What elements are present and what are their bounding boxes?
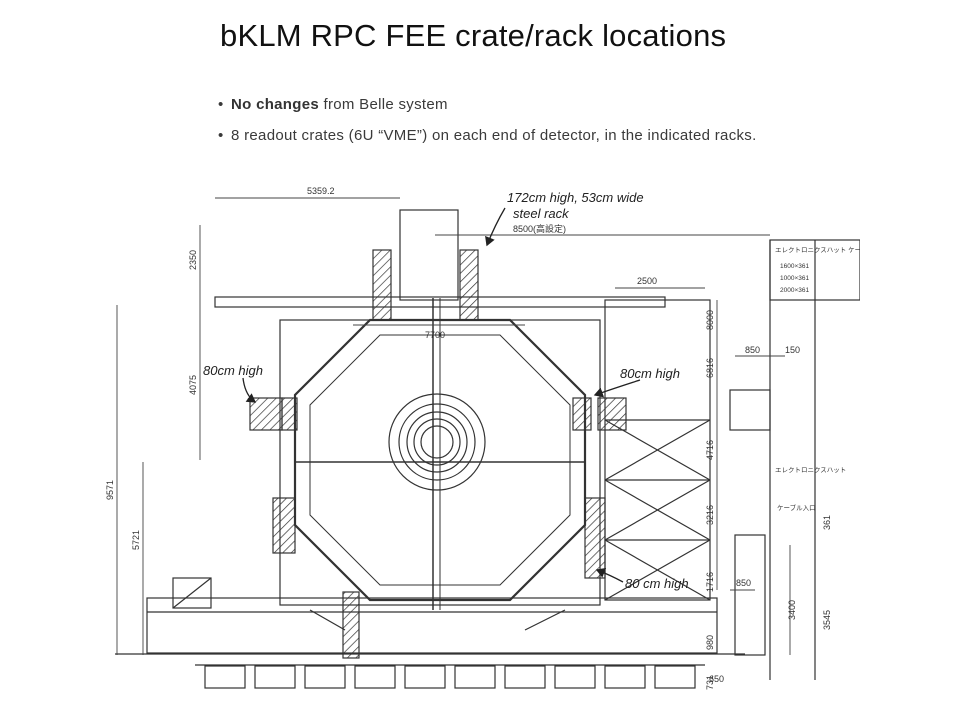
dim-7700: 7700 [425, 330, 445, 340]
dim-3216: 3216 [705, 505, 715, 525]
dim-980: 980 [705, 635, 715, 650]
left-lower-crate [272, 497, 296, 554]
dim-361: 361 [822, 515, 832, 530]
bullet-text: 8 readout crates (6U “VME”) on each end … [231, 127, 757, 144]
dim-731: 731 [705, 675, 715, 690]
annotation-left-80cm: 80cm high [203, 363, 263, 378]
legend-heading: エレクトロニクスハット ケー [775, 246, 860, 254]
right-tower [604, 299, 711, 601]
legend-row2: 1000×361 [780, 275, 809, 282]
dim-2350: 2350 [188, 250, 198, 270]
legend-row3: 2000×361 [780, 287, 809, 294]
slide-title: bKLM RPC FEE crate/rack locations [220, 18, 727, 53]
top-steel-rack [399, 209, 459, 301]
base-frame [146, 597, 718, 654]
right-crate [572, 397, 592, 431]
bullet-dot-icon: • [218, 127, 224, 144]
dim-5721: 5721 [131, 530, 141, 550]
annotation-right-80cm: 80cm high [620, 366, 680, 381]
bullet-bold: No changes [231, 96, 320, 113]
top-beam [214, 296, 666, 308]
bullet-item: • 8 readout crates (6U “VME”) on each end… [218, 127, 918, 144]
bullet-item: • No changes from Belle system [218, 96, 918, 113]
arrow-steel-rack-icon [485, 207, 506, 247]
dim-850a: 850 [745, 345, 760, 355]
detector-engineering-drawing: 5359.2 8500(高設定) 7700 2500 850 150 850 6… [105, 186, 860, 690]
dim-6816: 6816 [705, 358, 715, 378]
dim-8500: 8500(高設定) [513, 223, 566, 234]
legend-row1: 1600×361 [780, 263, 809, 270]
dim-3545: 3545 [822, 610, 832, 630]
dim-150: 150 [785, 345, 800, 355]
dim-850b: 850 [736, 578, 751, 588]
dim-3400: 3400 [787, 600, 797, 620]
dim-8000: 8000 [705, 310, 715, 330]
dim-4716: 4716 [705, 440, 715, 460]
left-crate [249, 397, 283, 431]
arrow-bottom-icon [595, 567, 624, 583]
octagon-yoke [293, 318, 587, 602]
dim-5359: 5359.2 [307, 186, 335, 196]
dim-2500: 2500 [637, 276, 657, 286]
legend-box [769, 239, 860, 301]
annotation-steel-rack: steel rack [513, 206, 570, 221]
arrow-right-icon [593, 379, 641, 398]
arrow-left-icon [242, 377, 257, 403]
legend-cable: ケーブル入口 [777, 503, 816, 512]
dim-650: 650 [709, 674, 724, 684]
dim-1716: 1716 [705, 572, 715, 592]
annotation-steel-rack-size: 172cm high, 53cm wide [507, 190, 644, 205]
dim-4075: 4075 [188, 375, 198, 395]
annotation-bottom-80cm: 80 cm high [625, 576, 689, 591]
beampipe-circles [388, 393, 486, 491]
bullet-list: • No changes from Belle system • 8 readout… [218, 96, 918, 158]
bullet-text: from Belle system [319, 96, 448, 113]
bottom-crate [342, 591, 360, 659]
support-feet [195, 664, 705, 689]
bullet-dot-icon: • [218, 96, 224, 113]
legend-subheading: エレクトロニクスハット [775, 466, 846, 474]
dim-9571: 9571 [105, 480, 115, 500]
right-lower-crate [584, 497, 606, 579]
stairs [172, 577, 212, 609]
